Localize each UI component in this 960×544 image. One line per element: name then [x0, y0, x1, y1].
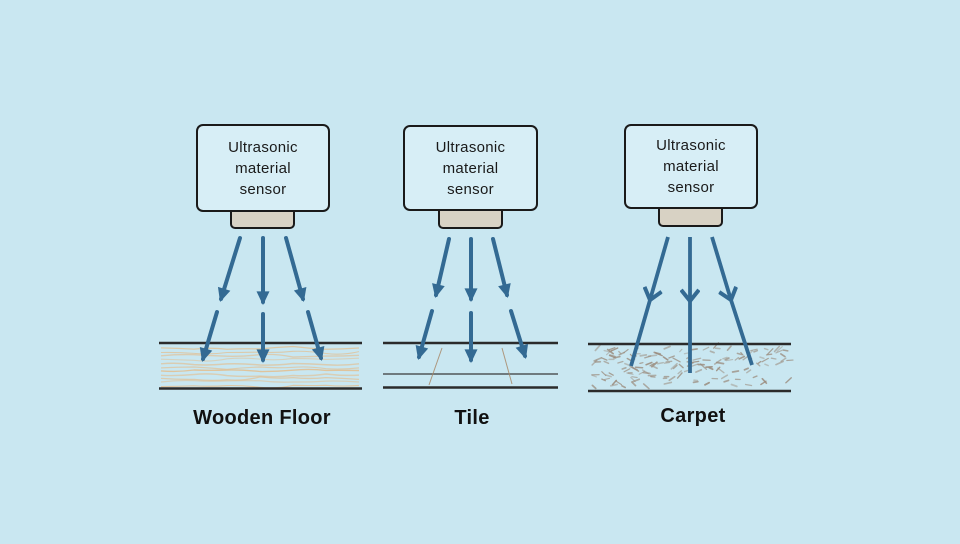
carpet-floor-surface — [588, 342, 794, 393]
beam-arrows-tile-lower — [415, 309, 529, 364]
sensor-label: sensor — [667, 179, 715, 196]
carpet-fiber-texture — [591, 342, 794, 390]
beam-arrows-wood-lower — [199, 310, 325, 364]
wood-grain-texture — [160, 345, 360, 389]
sensor-box-carpet: Ultrasonic material sensor — [624, 124, 758, 209]
beam-arrows-wood-upper — [217, 236, 307, 306]
sensor-label: Ultrasonic — [228, 138, 298, 156]
sensor-label: Ultrasonic — [656, 137, 726, 154]
sensor-label: material — [235, 159, 291, 177]
sensor-label: material — [663, 158, 719, 175]
sensor-box-tile: Ultrasonic material sensor — [403, 125, 538, 211]
floor-label-tile: Tile — [454, 407, 490, 429]
sensor-label: sensor — [239, 180, 287, 198]
wood-floor-surface — [159, 341, 362, 390]
beam-arrows-tile-upper — [432, 237, 511, 303]
sensor-label: material — [442, 159, 499, 177]
sensor-label: sensor — [447, 180, 494, 198]
sensor-label: Ultrasonic — [435, 138, 506, 156]
sensor-box-wood: Ultrasonic material sensor — [196, 124, 330, 212]
tile-grout-line — [501, 347, 513, 385]
floor-label-wooden-floor: Wooden Floor — [193, 407, 331, 429]
beam-arrows-carpet — [629, 236, 754, 373]
tile-grout-line — [428, 347, 443, 386]
floor-label-carpet: Carpet — [660, 405, 726, 427]
